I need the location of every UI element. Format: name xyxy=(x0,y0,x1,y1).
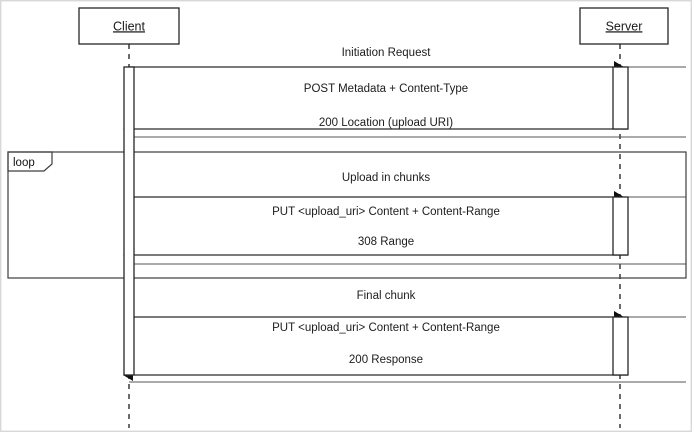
activation-bar-client xyxy=(123,66,135,376)
loop-fragment-tab xyxy=(7,151,53,172)
message-label-put-final-chunk: PUT <upload_uri> Content + Content-Range xyxy=(272,322,500,334)
section-header-initiation: Initiation Request xyxy=(342,47,432,59)
section-header-final-chunk: Final chunk xyxy=(357,290,416,302)
loop-fragment-frame xyxy=(7,151,687,279)
activation-bar-server-initiation xyxy=(612,66,629,130)
message-label-200-response: 200 Response xyxy=(349,354,423,366)
message-label-308-range: 308 Range xyxy=(358,236,414,248)
participant-label-client: Client xyxy=(113,19,145,33)
section-header-upload-chunks: Upload in chunks xyxy=(342,172,430,184)
participant-box-server[interactable] xyxy=(579,7,669,45)
message-label-put-chunk: PUT <upload_uri> Content + Content-Range xyxy=(272,206,500,218)
activation-bar-server-final xyxy=(612,316,629,376)
participant-box-client[interactable] xyxy=(78,7,180,45)
message-label-post-metadata: POST Metadata + Content-Type xyxy=(304,83,468,95)
loop-fragment-label: loop xyxy=(13,157,35,169)
participant-label-server: Server xyxy=(606,19,643,33)
activation-bar-server-chunk xyxy=(612,196,629,256)
message-label-200-location: 200 Location (upload URI) xyxy=(319,117,453,129)
